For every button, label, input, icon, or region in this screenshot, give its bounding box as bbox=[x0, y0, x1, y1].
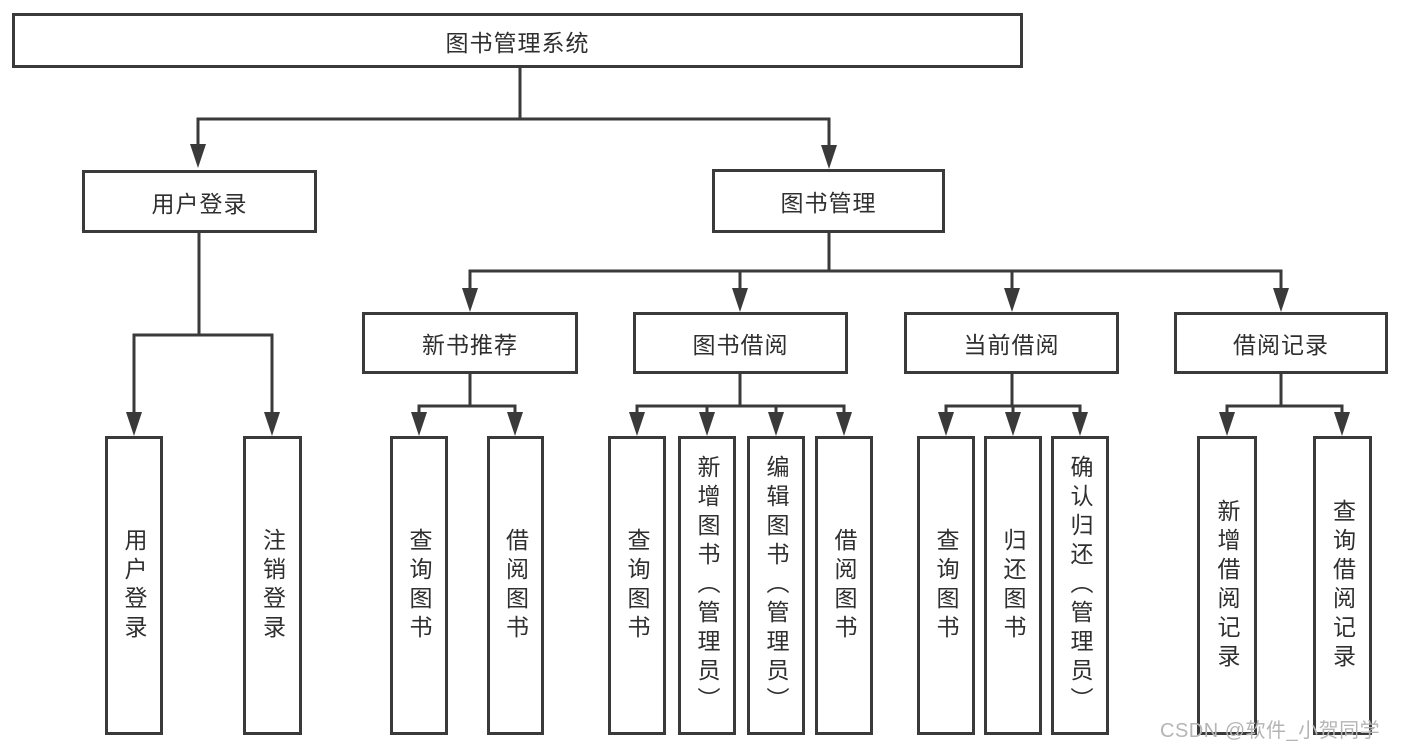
leaf-current-query-books: 查询图书 bbox=[917, 436, 975, 735]
connector-current-borrowing bbox=[938, 372, 1088, 436]
leaf-recommend-borrow-books: 借阅图书 bbox=[487, 436, 544, 735]
leaf-recommend-query-books: 查询图书 bbox=[390, 436, 448, 735]
node-current-borrowing: 当前借阅 bbox=[904, 312, 1119, 374]
connector-book-borrowing bbox=[629, 372, 852, 436]
leaf-confirm-return-admin: 确认归还（管理员） bbox=[1051, 436, 1109, 735]
node-root: 图书管理系统 bbox=[12, 13, 1023, 68]
node-book-management: 图书管理 bbox=[712, 169, 945, 233]
connector-new-book-recommend bbox=[411, 372, 523, 436]
leaf-return-books: 归还图书 bbox=[984, 436, 1042, 735]
node-user-login: 用户登录 bbox=[82, 170, 317, 233]
leaf-add-borrow-record: 新增借阅记录 bbox=[1197, 436, 1257, 735]
connector-book-management bbox=[462, 231, 1289, 312]
node-borrowing-records: 借阅记录 bbox=[1174, 312, 1388, 374]
watermark-text: CSDN @软件_小贺同学 bbox=[1160, 720, 1381, 742]
leaf-borrowing-borrow-books: 借阅图书 bbox=[815, 436, 873, 735]
node-book-borrowing: 图书借阅 bbox=[633, 312, 848, 374]
connector-root bbox=[190, 66, 837, 169]
leaf-logout: 注销登录 bbox=[243, 436, 302, 735]
leaf-edit-book-admin: 编辑图书（管理员） bbox=[747, 436, 805, 735]
connector-user-login bbox=[126, 231, 280, 436]
leaf-add-book-admin: 新增图书（管理员） bbox=[678, 436, 736, 735]
leaf-borrowing-query-books: 查询图书 bbox=[608, 436, 666, 735]
leaf-user-login: 用户登录 bbox=[105, 436, 163, 735]
leaf-query-borrow-record: 查询借阅记录 bbox=[1313, 436, 1372, 735]
connector-borrowing-records bbox=[1219, 372, 1350, 436]
node-new-book-recommend: 新书推荐 bbox=[362, 312, 578, 374]
